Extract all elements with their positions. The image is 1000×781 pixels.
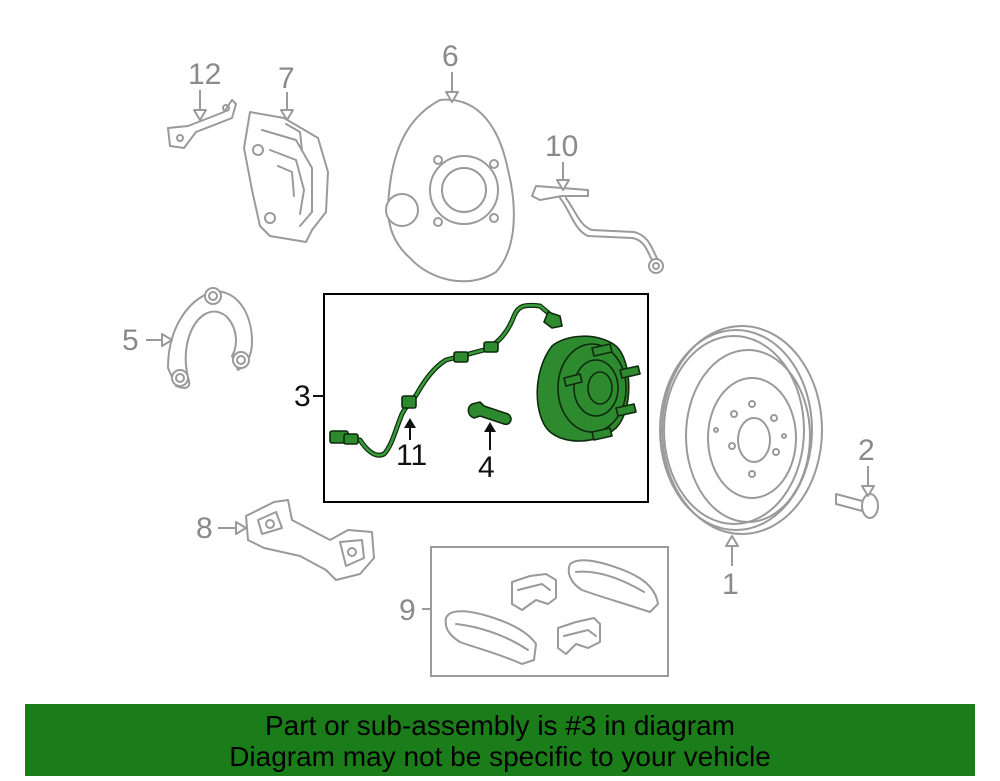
callout-6: 6	[442, 40, 459, 73]
callout-8: 8	[196, 512, 213, 545]
callout-3: 3	[294, 380, 311, 413]
callout-7: 7	[278, 62, 295, 95]
part-11-abs-sensor	[329, 302, 563, 458]
part-7-caliper	[243, 92, 329, 243]
part-9-brake-pads	[444, 559, 659, 665]
pad-kit-box-9	[430, 546, 669, 677]
callout-9: 9	[399, 594, 416, 627]
banner-line-2: Diagram may not be specific to your vehi…	[229, 741, 771, 772]
part-8-caliper-bracket	[218, 499, 375, 581]
part-4-wheel-stud	[467, 401, 512, 450]
part-12-bracket	[167, 90, 237, 149]
highlight-box-3	[323, 293, 649, 503]
callout-5: 5	[122, 324, 139, 357]
callout-1: 1	[722, 568, 739, 601]
part-10-brake-hose	[531, 162, 664, 274]
part-3-hub-assembly	[536, 335, 641, 442]
callout-11: 11	[396, 439, 427, 472]
callout-2: 2	[858, 434, 875, 467]
part-6-splash-shield	[385, 72, 515, 283]
callout-12: 12	[188, 58, 221, 91]
callout-4: 4	[478, 451, 495, 484]
info-banner: Part or sub-assembly is #3 in diagram Di…	[25, 704, 975, 776]
part-5-shield	[146, 287, 253, 389]
banner-line-1: Part or sub-assembly is #3 in diagram	[265, 710, 735, 741]
part-2-bolt	[835, 466, 879, 519]
callout-10: 10	[545, 130, 578, 163]
part-1-rotor	[659, 325, 823, 566]
